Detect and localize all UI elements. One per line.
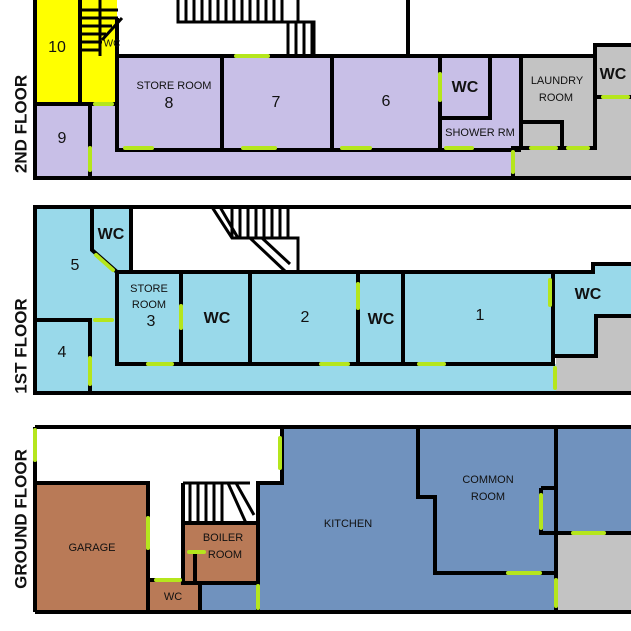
first-floor-corridor-bottom: [90, 364, 556, 393]
laundry-room: [521, 56, 593, 148]
first-floor: WC 5 STORE ROOM 3 WC 2 WC 1 WC 4 1ST FLO…: [11, 205, 631, 395]
label-room-1: 1: [476, 307, 485, 324]
label-wc-top: WC: [98, 226, 125, 243]
second-floor-grey-tail: [515, 97, 631, 176]
label-kitchen: KITCHEN: [324, 518, 372, 530]
ground-floor-grey-tail: [556, 533, 631, 612]
label-wc-b: WC: [368, 311, 395, 328]
garage: [35, 483, 148, 612]
ground-floor-doors: [33, 428, 606, 610]
second-floor-doors: [88, 54, 630, 174]
second-floor-stairs: [80, 0, 316, 56]
common-room: [418, 427, 556, 573]
label-room-7: 7: [272, 94, 281, 111]
label-boiler-room: ROOM: [208, 549, 242, 561]
ground-floor-title: GROUND FLOOR: [11, 449, 30, 589]
ground-floor: GARAGE BOILER ROOM WC KITCHEN COMMON ROO…: [11, 425, 631, 614]
label-common-room: ROOM: [471, 491, 505, 503]
second-floor-title: 2ND FLOOR: [11, 75, 30, 173]
label-common-name: COMMON: [462, 474, 513, 486]
label-wc: WC: [164, 591, 182, 603]
label-wc-right: WC: [600, 66, 627, 83]
label-wc-right: WC: [575, 286, 602, 303]
label-shower-room: SHOWER RM: [445, 127, 515, 139]
second-floor-wc-right: [593, 45, 631, 97]
ground-floor-wc: [148, 580, 200, 612]
label-room-6: 6: [382, 93, 391, 110]
label-room-5: 5: [71, 257, 80, 274]
label-room-10: 10: [48, 39, 66, 56]
ground-floor-stairs: [183, 481, 256, 524]
label-store-3-name: STORE: [130, 283, 168, 295]
label-store-3-number: 3: [147, 313, 156, 330]
first-floor-rooms-band: [117, 272, 555, 364]
kitchen: [200, 427, 556, 612]
first-floor-doors: [88, 253, 557, 390]
first-floor-wc-right: [553, 264, 631, 356]
label-garage: GARAGE: [68, 542, 115, 554]
ground-floor-right-room: [556, 427, 631, 533]
second-floor: 10 WC STORE ROOM 8 7 6 WC SHOWER RM LAUN…: [11, 0, 631, 180]
second-floor-rooms-band: [117, 56, 521, 148]
label-boiler-name: BOILER: [203, 532, 243, 544]
label-store-3-room: ROOM: [132, 299, 166, 311]
first-floor-grey-tail: [556, 316, 631, 393]
first-floor-stairs: [210, 206, 300, 274]
label-wc-small: WC: [104, 39, 121, 50]
label-room-2: 2: [301, 309, 310, 326]
label-room-9: 9: [58, 130, 67, 147]
label-store-room-8-name: STORE ROOM: [137, 80, 212, 92]
label-laundry-room: ROOM: [539, 92, 573, 104]
label-wc: WC: [452, 79, 479, 96]
label-laundry-name: LAUNDRY: [531, 75, 584, 87]
label-store-room-8-number: 8: [165, 95, 174, 112]
first-floor-title: 1ST FLOOR: [11, 298, 30, 393]
label-wc-a: WC: [204, 310, 231, 327]
label-room-4: 4: [58, 344, 67, 361]
